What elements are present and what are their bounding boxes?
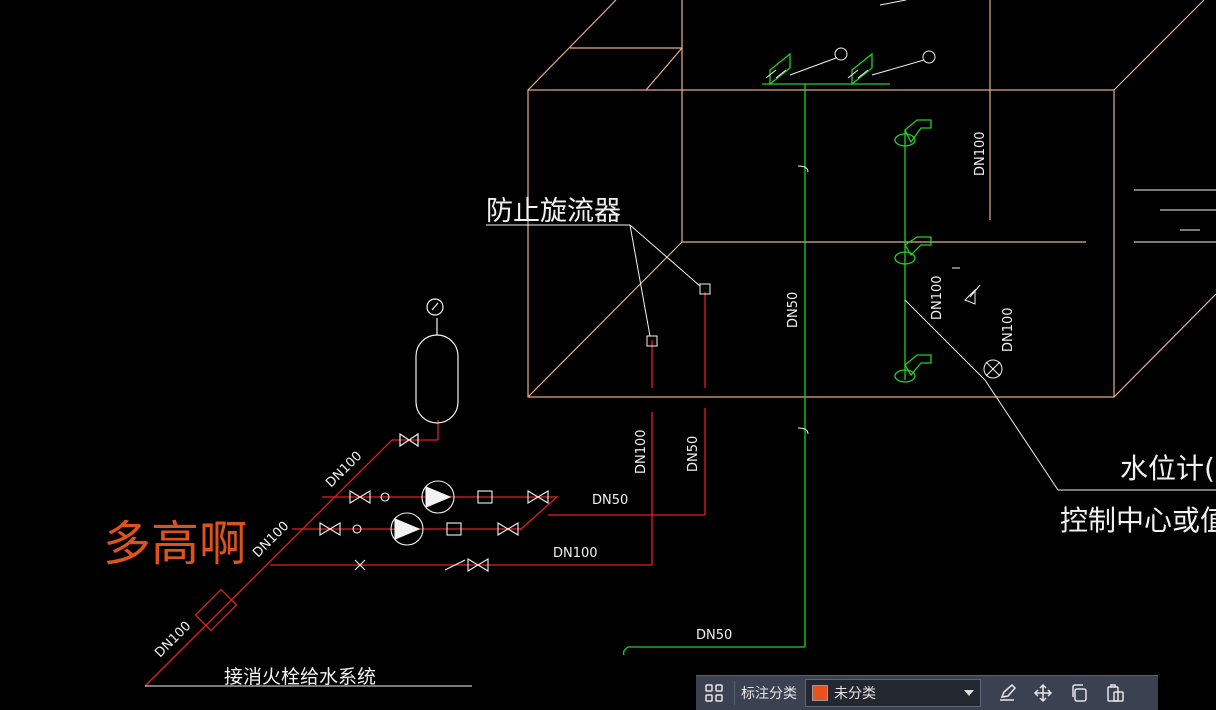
pump-assemblies — [319, 480, 549, 572]
divider — [734, 681, 735, 705]
water-level-marks — [1134, 189, 1216, 243]
pipe-size-label: DN50 — [686, 436, 701, 472]
pipe-size-label: DN100 — [930, 275, 945, 320]
category-color-swatch — [812, 685, 828, 701]
annotation-toolbar: 标注分类 未分类 — [696, 675, 1158, 710]
grid-icon[interactable] — [696, 676, 732, 710]
pressure-tank — [399, 298, 459, 448]
pipe-size-label: DN50 — [696, 628, 732, 643]
green-overflow-piping — [622, 52, 986, 656]
pipe-size-label: DN100 — [634, 429, 649, 474]
water-tank-outline — [527, 0, 1216, 398]
control-center-label: 控制中心或值班 — [1060, 504, 1216, 537]
pipe-size-label: DN100 — [323, 449, 365, 491]
paste-icon[interactable] — [1097, 676, 1133, 710]
pipe-size-label: DN50 — [592, 493, 628, 508]
chevron-down-icon — [964, 690, 974, 696]
category-select[interactable]: 未分类 — [805, 679, 981, 707]
edit-icon[interactable] — [989, 676, 1025, 710]
pipe-size-label: DN100 — [553, 546, 598, 561]
float-valves — [765, 0, 936, 435]
red-supply-piping — [144, 292, 706, 687]
pipe-size-label: DN100 — [1001, 307, 1016, 352]
fire-hydrant-label: 接消火栓给水系统 — [224, 666, 376, 688]
level-meter-leader — [952, 267, 1216, 491]
category-value: 未分类 — [834, 686, 876, 702]
level-meter-label: 水位计(有 — [1120, 452, 1216, 485]
category-label: 标注分类 — [741, 686, 797, 702]
pipe-size-label: DN100 — [973, 131, 988, 176]
anti-vortex-leaders — [486, 224, 711, 347]
pipe-size-label: DN50 — [786, 292, 801, 328]
annotation-big-text: 多高啊 — [103, 516, 247, 572]
pipe-size-label: DN100 — [152, 619, 194, 661]
copy-icon[interactable] — [1061, 676, 1097, 710]
anti-vortex-label: 防止旋流器 — [486, 196, 621, 227]
pipe-size-label: DN100 — [250, 519, 292, 561]
move-icon[interactable] — [1025, 676, 1061, 710]
